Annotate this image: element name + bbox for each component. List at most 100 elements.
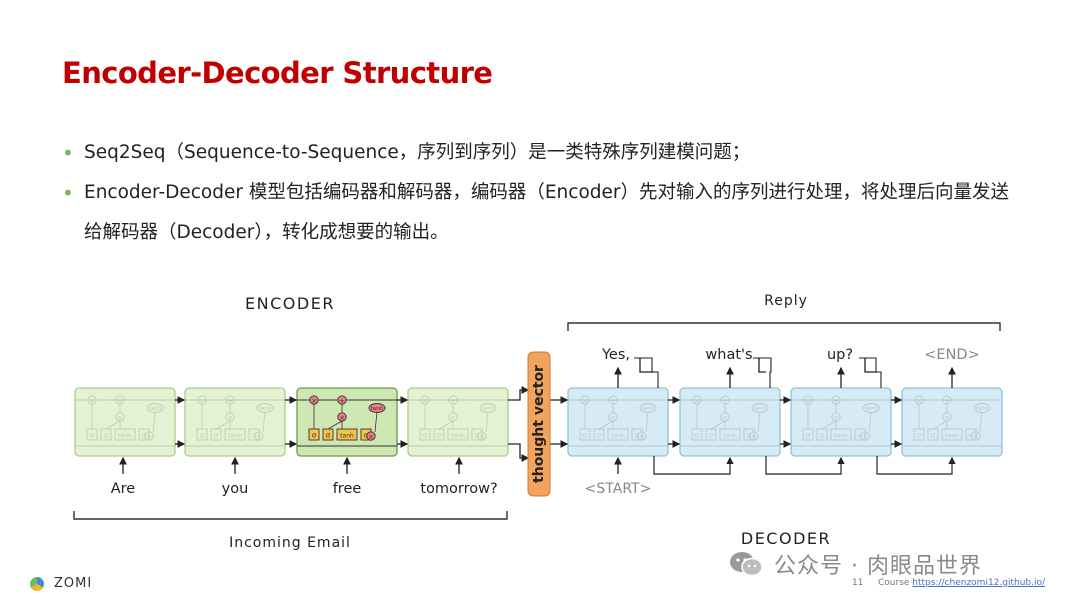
tanh-oval-icon: [751, 403, 769, 413]
pointwise-op-symbol: ×: [722, 414, 728, 422]
pointwise-op-symbol: ×: [89, 397, 95, 405]
gate-label: tanh: [834, 433, 848, 440]
gate-label: σ: [695, 432, 700, 440]
encoder-0-cell-box: [74, 387, 176, 457]
reply-bracket: [567, 322, 1001, 331]
tanh-oval-icon: [639, 403, 657, 413]
pointwise-op-symbol: +: [944, 397, 950, 405]
gate-box: [719, 428, 741, 441]
gate-label: σ: [437, 432, 442, 440]
bullet-text: Encoder-Decoder 模型包括编码器和解码器，编码器（Encoder）…: [84, 182, 1009, 243]
cell-internal-line: [645, 411, 649, 433]
decoder-output-word: what's: [705, 347, 752, 363]
cell-internal-line: [485, 411, 489, 433]
cell-internal-line: [932, 420, 948, 430]
gate-box: [816, 428, 828, 441]
encoder-input-word: Are: [111, 481, 136, 497]
gate-box: [965, 428, 977, 441]
pointwise-op-icon: [720, 412, 730, 422]
feedback-spacer: [864, 358, 877, 373]
cell-internal-line: [262, 411, 266, 433]
gate-label: σ: [104, 432, 109, 440]
gate-label: σ: [423, 432, 428, 440]
pointwise-op-symbol: +: [117, 397, 123, 405]
pointwise-op-symbol: +: [833, 397, 839, 405]
pointwise-op-icon: [115, 412, 125, 422]
pointwise-op-icon: [971, 431, 981, 441]
pointwise-op-symbol: ×: [227, 414, 233, 422]
gate-label: tanh: [945, 433, 959, 440]
gate-label: tanh: [228, 433, 242, 440]
bullet-dot-icon: •: [62, 141, 74, 165]
slide-title: Encoder-Decoder Structure: [62, 56, 493, 90]
tanh-label: tanh: [371, 406, 384, 412]
feedback-spacer: [758, 358, 766, 373]
feedback-loop-arrow: [653, 456, 734, 475]
cell-internal-line: [868, 411, 872, 433]
bullet-list: • Seq2Seq（Sequence-to-Sequence，序列到序列）是一类…: [62, 133, 1022, 253]
page-number: 11: [852, 578, 864, 588]
pointwise-op-icon: [803, 395, 813, 405]
gate-label: σ: [917, 432, 922, 440]
tanh-label: tanh: [976, 406, 989, 412]
pointwise-op-icon: [749, 431, 759, 441]
gate-box: [927, 428, 939, 441]
gate-box: [705, 428, 717, 441]
pointwise-op-symbol: ×: [311, 397, 317, 405]
cell-internal-line: [821, 420, 837, 430]
gate-box: [830, 428, 852, 441]
gate-label: σ: [709, 432, 714, 440]
cell-internal-line: [327, 420, 343, 430]
pointwise-op-symbol: ×: [694, 397, 700, 405]
gate-box: [854, 428, 866, 441]
pointwise-op-symbol: ×: [805, 397, 811, 405]
pointwise-op-symbol: ×: [610, 414, 616, 422]
pointwise-op-icon: [254, 431, 264, 441]
gate-box: [941, 428, 963, 441]
pointwise-op-symbol: ×: [582, 397, 588, 405]
gate-label: σ: [252, 432, 257, 440]
pointwise-op-symbol: ×: [339, 414, 345, 422]
gate-label: σ: [364, 432, 369, 440]
encoder-to-thought-arrow: [508, 443, 530, 462]
pointwise-op-symbol: ×: [256, 433, 262, 441]
tanh-label: tanh: [149, 406, 162, 412]
gate-label: tanh: [611, 433, 625, 440]
encoder-to-thought-arrow: [508, 386, 530, 401]
gate-box: [743, 428, 755, 441]
pointwise-op-icon: [477, 431, 487, 441]
course-link[interactable]: https://chenzomi12.github.io/: [912, 578, 1046, 588]
gate-label: tanh: [118, 433, 132, 440]
pointwise-op-symbol: +: [450, 397, 456, 405]
gate-box: [579, 428, 591, 441]
zomi-logo-icon: [30, 576, 44, 591]
gate-label: σ: [326, 432, 331, 440]
pointwise-op-symbol: ×: [479, 433, 485, 441]
reply-label: Reply: [764, 293, 808, 309]
gate-label: σ: [747, 432, 752, 440]
gate-label: tanh: [723, 433, 737, 440]
pointwise-op-icon: [87, 395, 97, 405]
pointwise-op-icon: [115, 395, 125, 405]
pointwise-op-icon: [225, 395, 235, 405]
pointwise-op-icon: [692, 395, 702, 405]
pointwise-op-icon: [860, 431, 870, 441]
gate-label: tanh: [340, 433, 354, 440]
tanh-label: tanh: [754, 406, 767, 412]
gate-box: [913, 428, 925, 441]
pointwise-op-icon: [448, 395, 458, 405]
cell-internal-line: [710, 420, 726, 430]
gate-label: σ: [475, 432, 480, 440]
tanh-oval-icon: [973, 403, 991, 413]
cell-internal-line: [757, 411, 761, 433]
feedback-spacer: [639, 358, 654, 373]
